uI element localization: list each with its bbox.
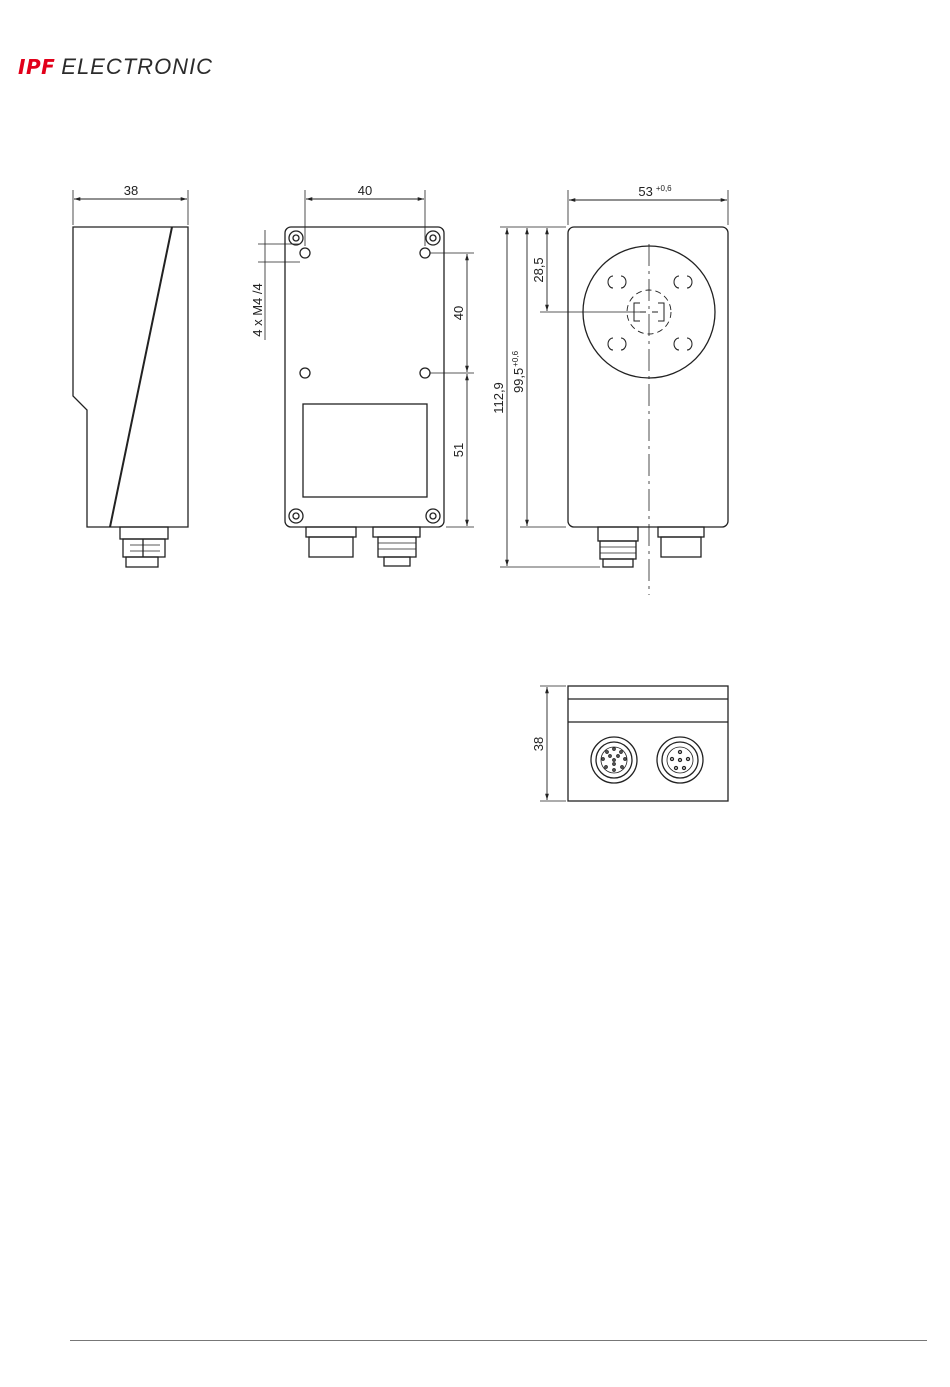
front-body-height-label: 99,5+0,6 bbox=[511, 350, 526, 393]
front-width-label: 53+0,6 bbox=[638, 184, 672, 199]
thread-note-label: 4 x M4 /4 bbox=[250, 283, 265, 336]
back-connector-right-base bbox=[373, 527, 420, 537]
back-connector-right-tip bbox=[384, 557, 410, 566]
side-connector-body bbox=[123, 539, 165, 557]
back-connector-right-body bbox=[378, 537, 416, 557]
front-connector-right-body bbox=[661, 537, 701, 557]
front-housing-outline bbox=[568, 227, 728, 527]
led-indicator bbox=[674, 276, 692, 288]
front-overall-height-label: 112,9 bbox=[491, 382, 506, 414]
bottom-view bbox=[540, 686, 728, 801]
bottom-depth-label: 38 bbox=[531, 737, 546, 751]
front-connector-left-tip bbox=[603, 559, 633, 567]
connector-5-pin bbox=[657, 737, 703, 783]
back-view bbox=[258, 190, 474, 566]
side-housing-outline bbox=[73, 227, 188, 527]
corner-screw bbox=[426, 231, 440, 245]
back-hole-spacing-v-label: 40 bbox=[451, 306, 466, 320]
mounting-hole bbox=[300, 368, 310, 378]
front-optic-offset-label: 28,5 bbox=[531, 257, 546, 282]
back-connector-left-body bbox=[309, 537, 353, 557]
side-width-label: 38 bbox=[124, 183, 138, 198]
mounting-hole bbox=[420, 248, 430, 258]
mounting-hole bbox=[300, 248, 310, 258]
front-connector-left-base bbox=[598, 527, 638, 541]
corner-screw bbox=[289, 231, 303, 245]
back-hole-spacing-h-label: 40 bbox=[358, 183, 372, 198]
side-view bbox=[73, 190, 188, 567]
footer-divider bbox=[70, 1340, 927, 1341]
front-connector-left-body bbox=[600, 541, 636, 559]
led-indicator bbox=[608, 276, 626, 288]
back-lower-height-label: 51 bbox=[451, 443, 466, 457]
side-connector-base bbox=[120, 527, 168, 539]
display-window bbox=[303, 404, 427, 497]
bottom-housing-outline bbox=[568, 686, 728, 801]
front-connector-right-base bbox=[658, 527, 704, 537]
side-slope-edge bbox=[110, 227, 172, 527]
side-connector-tip bbox=[126, 557, 158, 567]
led-indicator bbox=[608, 338, 626, 350]
corner-screw bbox=[426, 509, 440, 523]
corner-screw bbox=[289, 509, 303, 523]
front-view bbox=[500, 190, 728, 595]
back-connector-left-base bbox=[306, 527, 356, 537]
connector-12-pin bbox=[591, 737, 637, 783]
mounting-hole bbox=[420, 368, 430, 378]
led-indicator bbox=[674, 338, 692, 350]
